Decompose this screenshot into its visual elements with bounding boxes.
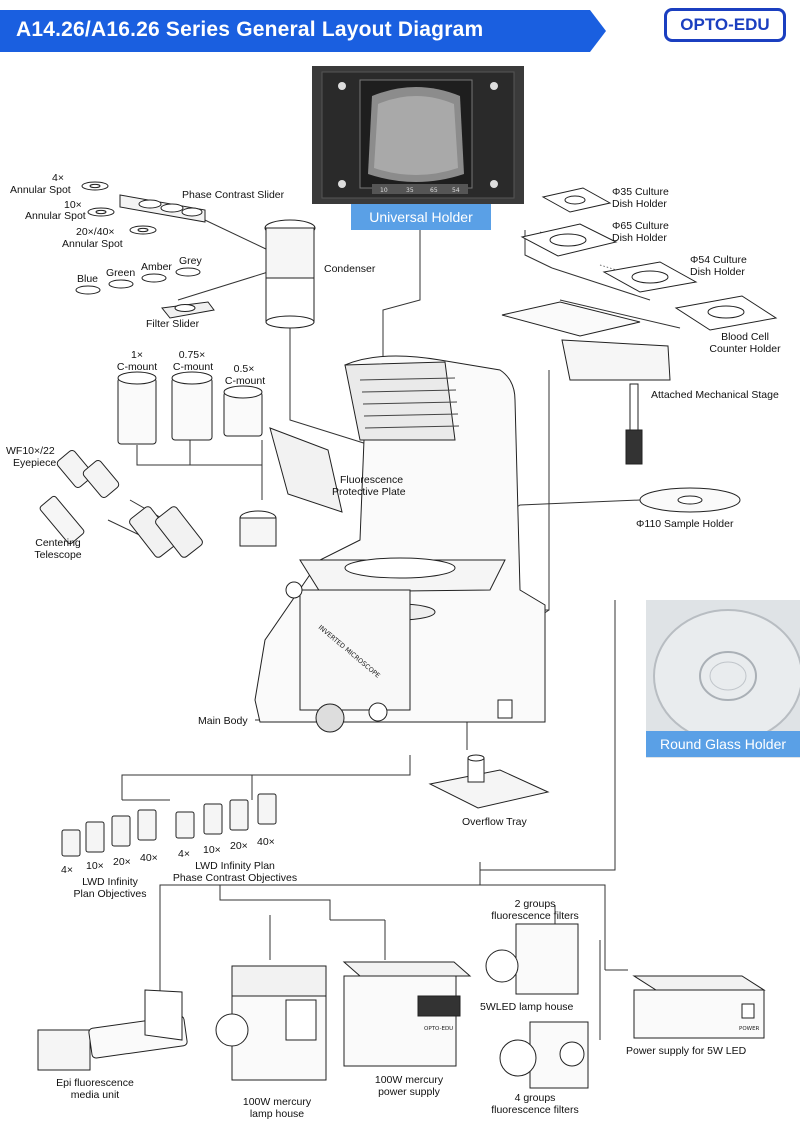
universal-holder-scale-35: 35 [406, 187, 414, 194]
label-filters2-b: fluorescence filters [491, 910, 579, 922]
label-phase-slider: Phase Contrast Slider [182, 189, 285, 201]
label-dish54-b: Dish Holder [690, 266, 745, 278]
microscope-body-icon [129, 355, 546, 733]
label-epi-2: media unit [70, 1089, 120, 1101]
label-led-lamp: 5WLED lamp house [480, 1001, 574, 1013]
label-cmount-05b: C-mount [224, 375, 266, 387]
label-pc-4: 4× [178, 848, 190, 860]
universal-holder-scale-10: 10 [380, 187, 388, 194]
label-obj-4: 4× [61, 864, 73, 876]
mercury-power-supply-icon [342, 961, 472, 1067]
label-spot-20-40: 20×/40× [76, 226, 115, 238]
label-pc-10: 10× [203, 844, 221, 856]
label-power-1: 100W mercury [374, 1074, 444, 1086]
power-badge-text: POWER [739, 1026, 760, 1032]
universal-holder-scale-54: 54 [452, 187, 460, 194]
label-spot-10: 10× [64, 199, 82, 211]
label-lwdpc-2: Phase Contrast Objectives [172, 872, 298, 884]
label-blood-1: Blood Cell [721, 331, 769, 343]
label-filters2-a: 2 groups [514, 898, 556, 910]
label-overflow-tray: Overflow Tray [462, 816, 527, 828]
mechanical-stage-icon [501, 301, 671, 465]
label-cmount-05: 0.5× [233, 363, 255, 375]
label-lamp-1: 100W mercury [242, 1096, 312, 1108]
led-lamp-house-4group-icon [499, 1021, 589, 1089]
label-mech-stage: Attached Mechanical Stage [651, 389, 779, 401]
c-mount-075x-icon [171, 377, 213, 441]
brand-logo: OPTO-EDU [664, 8, 786, 42]
label-filter-slider: Filter Slider [146, 318, 200, 330]
universal-holder-photo: 10 35 65 54 [312, 66, 524, 204]
label-dish65-b: Dish Holder [612, 232, 667, 244]
label-dish35-a: Φ35 Culture [612, 186, 669, 198]
label-obj-40: 40× [140, 852, 158, 864]
title-banner [0, 10, 606, 52]
label-blood-2: Counter Holder [709, 343, 781, 355]
led-power-supply-icon [632, 975, 766, 1039]
label-grey: Grey [179, 255, 202, 267]
label-filters4-a: 4 groups [514, 1092, 556, 1104]
filter-blue-icon [75, 285, 101, 295]
label-fluor-plate-2: Protective Plate [332, 486, 406, 498]
label-annular-4: Annular Spot [10, 184, 71, 196]
lamp-logo-text: OPTO-EDU [424, 1026, 453, 1032]
c-mount-05x-icon [223, 391, 263, 437]
label-fluor-plate-1: Fluorescence [340, 474, 404, 486]
protective-plate-icon [269, 427, 343, 513]
phase-objectives-icon [175, 793, 277, 839]
label-sample-holder: Φ110 Sample Holder [636, 518, 734, 530]
label-green: Green [106, 267, 136, 279]
label-dish65-a: Φ65 Culture [612, 220, 669, 232]
label-pc-40: 40× [257, 836, 275, 848]
label-annular-20-40: Annular Spot [62, 238, 123, 250]
plan-objectives-icon [61, 809, 157, 857]
label-amber: Amber [141, 261, 172, 273]
filter-amber-icon [141, 273, 167, 283]
label-main-body: Main Body [198, 715, 248, 727]
label-spot-4: 4× [52, 172, 64, 184]
label-eyepiece-1: WF10×/22 [6, 445, 55, 457]
label-pc-20: 20× [230, 840, 248, 852]
epi-fluorescence-icon [37, 989, 188, 1071]
label-lamp-2: lamp house [249, 1108, 305, 1120]
label-annular-10: Annular Spot [25, 210, 86, 222]
label-cmount-1b: C-mount [116, 361, 158, 373]
label-centering-1: Centering [35, 537, 81, 549]
label-cmount-075b: C-mount [172, 361, 214, 373]
label-dish54-a: Φ54 Culture [690, 254, 747, 266]
label-power-2: power supply [378, 1086, 440, 1098]
label-filters4-b: fluorescence filters [491, 1104, 579, 1116]
label-centering-2: Telescope [34, 549, 82, 561]
round-glass-holder-badge: Round Glass Holder [646, 731, 800, 757]
led-lamp-house-icon [485, 923, 579, 995]
label-epi-1: Epi fluorescence [56, 1077, 134, 1089]
universal-holder-badge: Universal Holder [351, 204, 491, 230]
page-title: A14.26/A16.26 Series General Layout Diag… [16, 18, 484, 41]
label-obj-20: 20× [113, 856, 131, 868]
label-blue: Blue [77, 273, 99, 285]
label-lwd-1: LWD Infinity [82, 876, 138, 888]
centering-telescope-icon [39, 495, 85, 545]
overflow-tray-icon [428, 769, 550, 809]
label-condenser: Condenser [324, 263, 376, 275]
label-lwd-2: Plan Objectives [73, 888, 147, 900]
filter-grey-icon [175, 267, 201, 277]
label-cmount-075: 0.75× [178, 349, 206, 361]
label-dish35-b: Dish Holder [612, 198, 667, 210]
universal-holder-scale-65: 65 [430, 187, 438, 194]
label-obj-10: 10× [86, 860, 104, 872]
label-eyepiece-2: Eyepiece [13, 457, 57, 469]
label-led-power: Power supply for 5W LED [626, 1045, 747, 1057]
eyepiece-icon [56, 450, 120, 498]
c-mount-1x-icon [117, 377, 157, 445]
label-lwdpc-1: LWD Infinity Plan [195, 860, 275, 872]
label-cmount-1: 1× [131, 349, 143, 361]
filter-green-icon [108, 279, 134, 289]
mercury-lamp-house-icon [215, 965, 327, 1081]
